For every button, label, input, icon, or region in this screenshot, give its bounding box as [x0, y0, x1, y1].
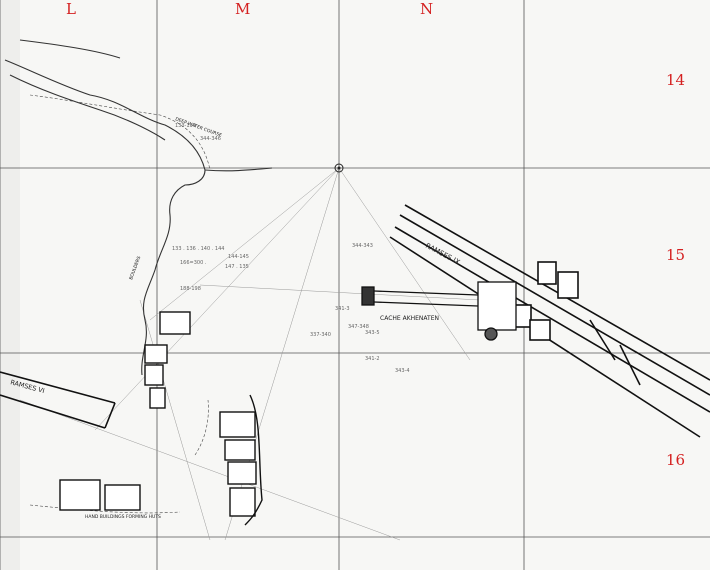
ramses-vi-tomb [0, 371, 116, 429]
ramses-ix-tomb [389, 204, 710, 438]
pencil-note-1: 133 . 136 . 140 . 144 [172, 246, 224, 252]
grid-row-16: 16 [666, 451, 686, 469]
pencil-note-9: 343-5 [365, 330, 380, 336]
cliff-outline [4, 39, 273, 376]
pencil-note-5: 188-198 [180, 286, 201, 292]
pencil-note-4: 144-145 [228, 254, 249, 260]
survey-point [334, 163, 344, 173]
survey-lines [19, 167, 481, 541]
pencil-note-11: 343-4 [395, 368, 410, 374]
pencil-note-8: 341-2 [365, 356, 380, 362]
grid-column-m: M [235, 0, 251, 18]
pencil-note-3: 147 . 135 [225, 264, 249, 270]
pencil-note-14: 133-139 [175, 123, 196, 129]
huts-label: HAND BUILDINGS FORMING HUTS [85, 514, 161, 520]
cache-akhenaten-label: CACHE AKHENATEN [380, 315, 439, 322]
huts-left [59, 311, 191, 511]
grid-column-n: N [420, 0, 434, 18]
grid-column-l: L [66, 0, 76, 18]
pencil-note-6: 344-343 [352, 243, 373, 249]
pencil-note-7: 347-348 [348, 324, 369, 330]
grid-row-14: 14 [666, 71, 686, 89]
cache-akhenaten-tomb [361, 281, 517, 341]
pencil-note-13: 344-346 [200, 136, 221, 142]
pencil-note-12: 337-340 [310, 332, 331, 338]
huts-centre [219, 394, 263, 526]
pencil-note-2: 166=300 . [180, 260, 207, 266]
water-course-lines [29, 94, 211, 514]
pencil-note-10: 341-3 [335, 306, 350, 312]
grid-row-15: 15 [666, 246, 686, 264]
